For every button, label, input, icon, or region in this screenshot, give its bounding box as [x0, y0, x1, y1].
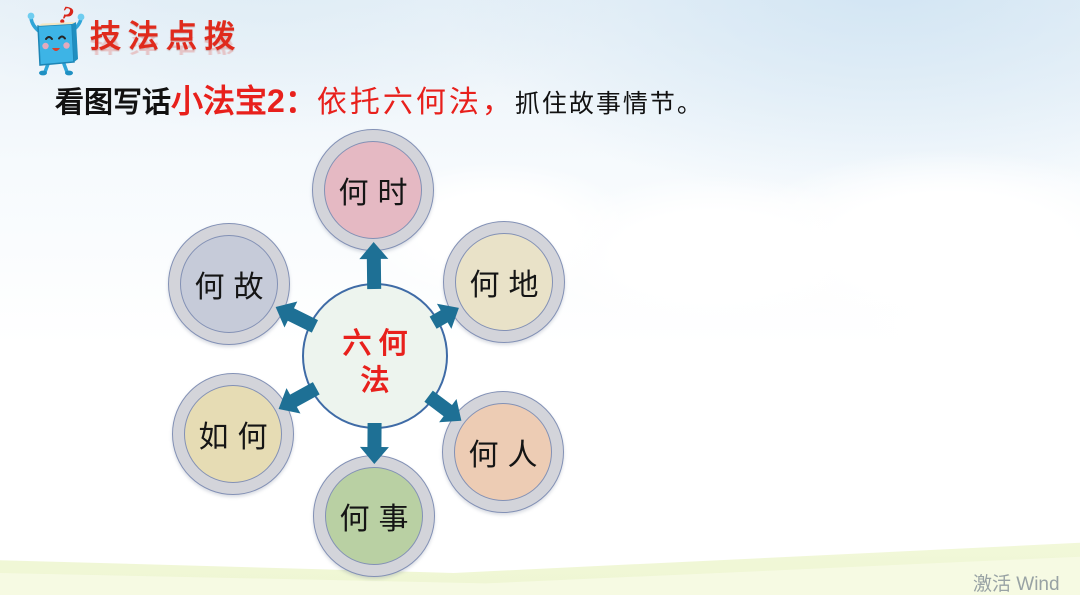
node-how: 如何 — [172, 373, 294, 495]
subtitle-tip-number: 小法宝2： — [171, 83, 317, 119]
subtitle-line: 看图写话 小法宝2： 依托六何法， 抓住故事情节。 — [55, 76, 704, 122]
node-what: 何事 — [313, 455, 435, 577]
node-why: 何故 — [168, 223, 290, 345]
center-label-line1: 六何 — [342, 328, 415, 360]
node-what-label: 何事 — [339, 503, 418, 536]
header: 技法点拨 技法点拨 — [90, 20, 242, 79]
activate-windows-watermark: 激活 Wind — [973, 574, 1060, 595]
node-where-circle: 何地 — [455, 233, 553, 331]
node-where: 何地 — [443, 221, 565, 343]
node-when: 何时 — [312, 129, 434, 251]
node-how-label: 如何 — [198, 421, 277, 454]
node-how-circle: 如何 — [184, 385, 282, 483]
page-title: 技法点拨 — [90, 19, 242, 54]
node-why-label: 何故 — [194, 271, 273, 304]
center-label-line2: 法 — [360, 365, 397, 397]
node-when-circle: 何时 — [324, 141, 422, 239]
subtitle-goal: 抓住故事情节。 — [514, 91, 704, 118]
node-who-circle: 何人 — [454, 403, 552, 501]
node-who-label: 何人 — [468, 439, 547, 472]
node-why-circle: 何故 — [180, 235, 278, 333]
node-when-label: 何时 — [338, 177, 417, 210]
subtitle-lead: 看图写话 — [55, 87, 172, 119]
node-where-label: 何地 — [469, 269, 548, 302]
book-mascot-icon: ? — [27, 2, 85, 76]
subtitle-method: 依托六何法， — [316, 86, 515, 119]
node-who: 何人 — [442, 391, 564, 513]
node-what-circle: 何事 — [325, 467, 423, 565]
center-node: 六何 法 — [302, 283, 448, 429]
